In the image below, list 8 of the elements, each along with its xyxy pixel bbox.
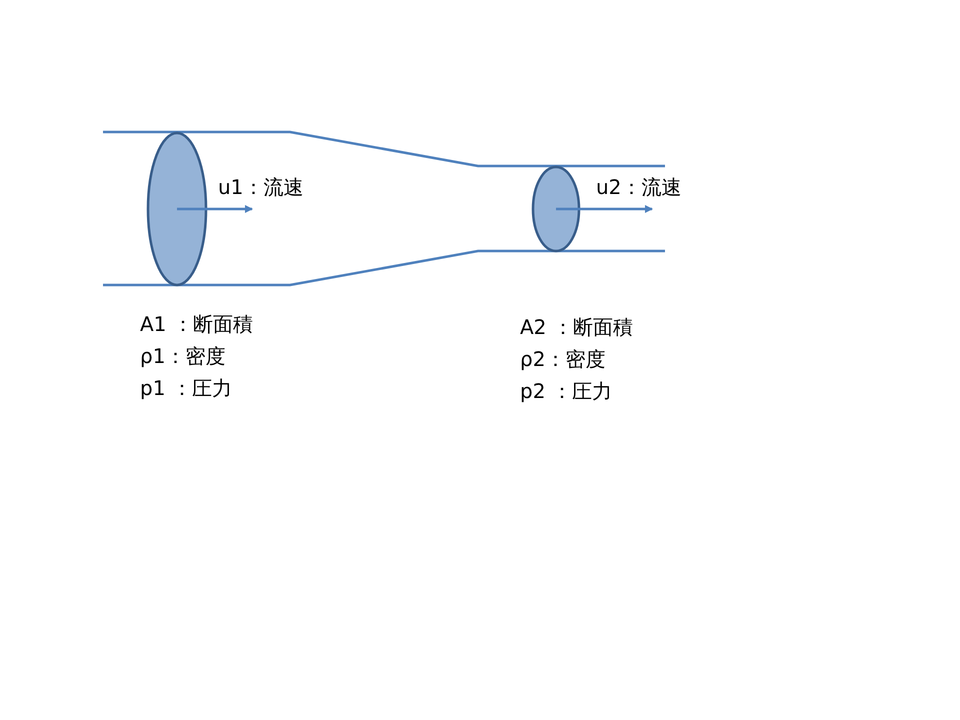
label-text: p1 ：圧力	[140, 376, 232, 400]
label-text: ρ1：密度	[140, 344, 226, 368]
label-text: A2 ：断面積	[520, 315, 633, 339]
label-text: u1：流速	[218, 175, 304, 199]
label-text: p2 ：圧力	[520, 379, 612, 403]
label-text: ρ2：密度	[520, 347, 606, 371]
label-text: A1 ：断面積	[140, 312, 253, 336]
label-text: u2：流速	[596, 175, 682, 199]
